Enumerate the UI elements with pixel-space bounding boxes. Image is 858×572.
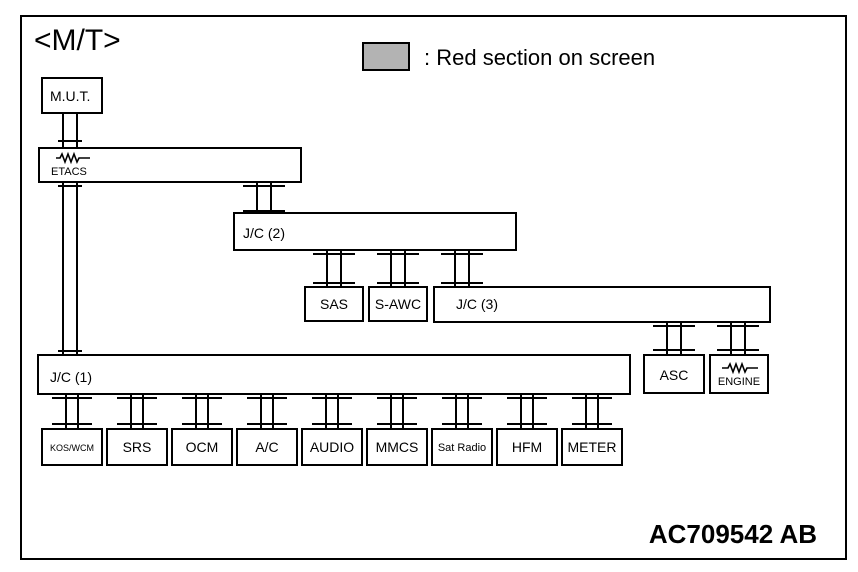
node-jc3-label: J/C (3) (456, 296, 498, 312)
node-meter-label: METER (568, 439, 617, 455)
node-ac: A/C (236, 428, 298, 466)
node-mmcs-label: MMCS (376, 439, 419, 455)
node-etacs-label: ETACS (51, 166, 87, 178)
node-jc2-label: J/C (2) (243, 225, 285, 241)
node-engine: ENGINE (709, 354, 769, 394)
node-ocm-label: OCM (186, 439, 219, 455)
node-sas-label: SAS (320, 296, 348, 312)
node-audio-label: AUDIO (310, 439, 354, 455)
node-asc-label: ASC (660, 367, 689, 383)
diagram-title: <M/T> (34, 24, 121, 57)
node-sas: SAS (304, 286, 364, 322)
node-srs-label: SRS (123, 439, 152, 455)
node-audio: AUDIO (301, 428, 363, 466)
node-etacs: ETACS (38, 147, 302, 183)
node-hfm: HFM (496, 428, 558, 466)
node-kos-wcm: KOS/WCM (41, 428, 103, 466)
node-mmcs: MMCS (366, 428, 428, 466)
node-engine-label: ENGINE (718, 376, 760, 388)
node-meter: METER (561, 428, 623, 466)
node-kos-wcm-label: KOS/WCM (50, 443, 94, 453)
resistor-icon (56, 151, 90, 165)
node-jc3: J/C (3) (433, 286, 771, 323)
node-sawc: S-AWC (368, 286, 428, 322)
legend-swatch (362, 42, 410, 71)
node-sat-radio: Sat Radio (431, 428, 493, 466)
node-ocm: OCM (171, 428, 233, 466)
node-mut: M.U.T. (41, 77, 103, 114)
node-hfm-label: HFM (512, 439, 542, 455)
resistor-icon (722, 361, 758, 375)
node-srs: SRS (106, 428, 168, 466)
node-jc2: J/C (2) (233, 212, 517, 251)
node-ac-label: A/C (255, 439, 278, 455)
node-mut-label: M.U.T. (50, 88, 90, 104)
node-sawc-label: S-AWC (375, 296, 421, 312)
legend-text: : Red section on screen (424, 45, 655, 70)
figure-code: AC709542 AB (649, 519, 817, 549)
node-asc: ASC (643, 354, 705, 394)
node-jc1: J/C (1) (37, 354, 631, 395)
node-jc1-label: J/C (1) (50, 369, 92, 385)
node-sat-radio-label: Sat Radio (438, 442, 486, 454)
